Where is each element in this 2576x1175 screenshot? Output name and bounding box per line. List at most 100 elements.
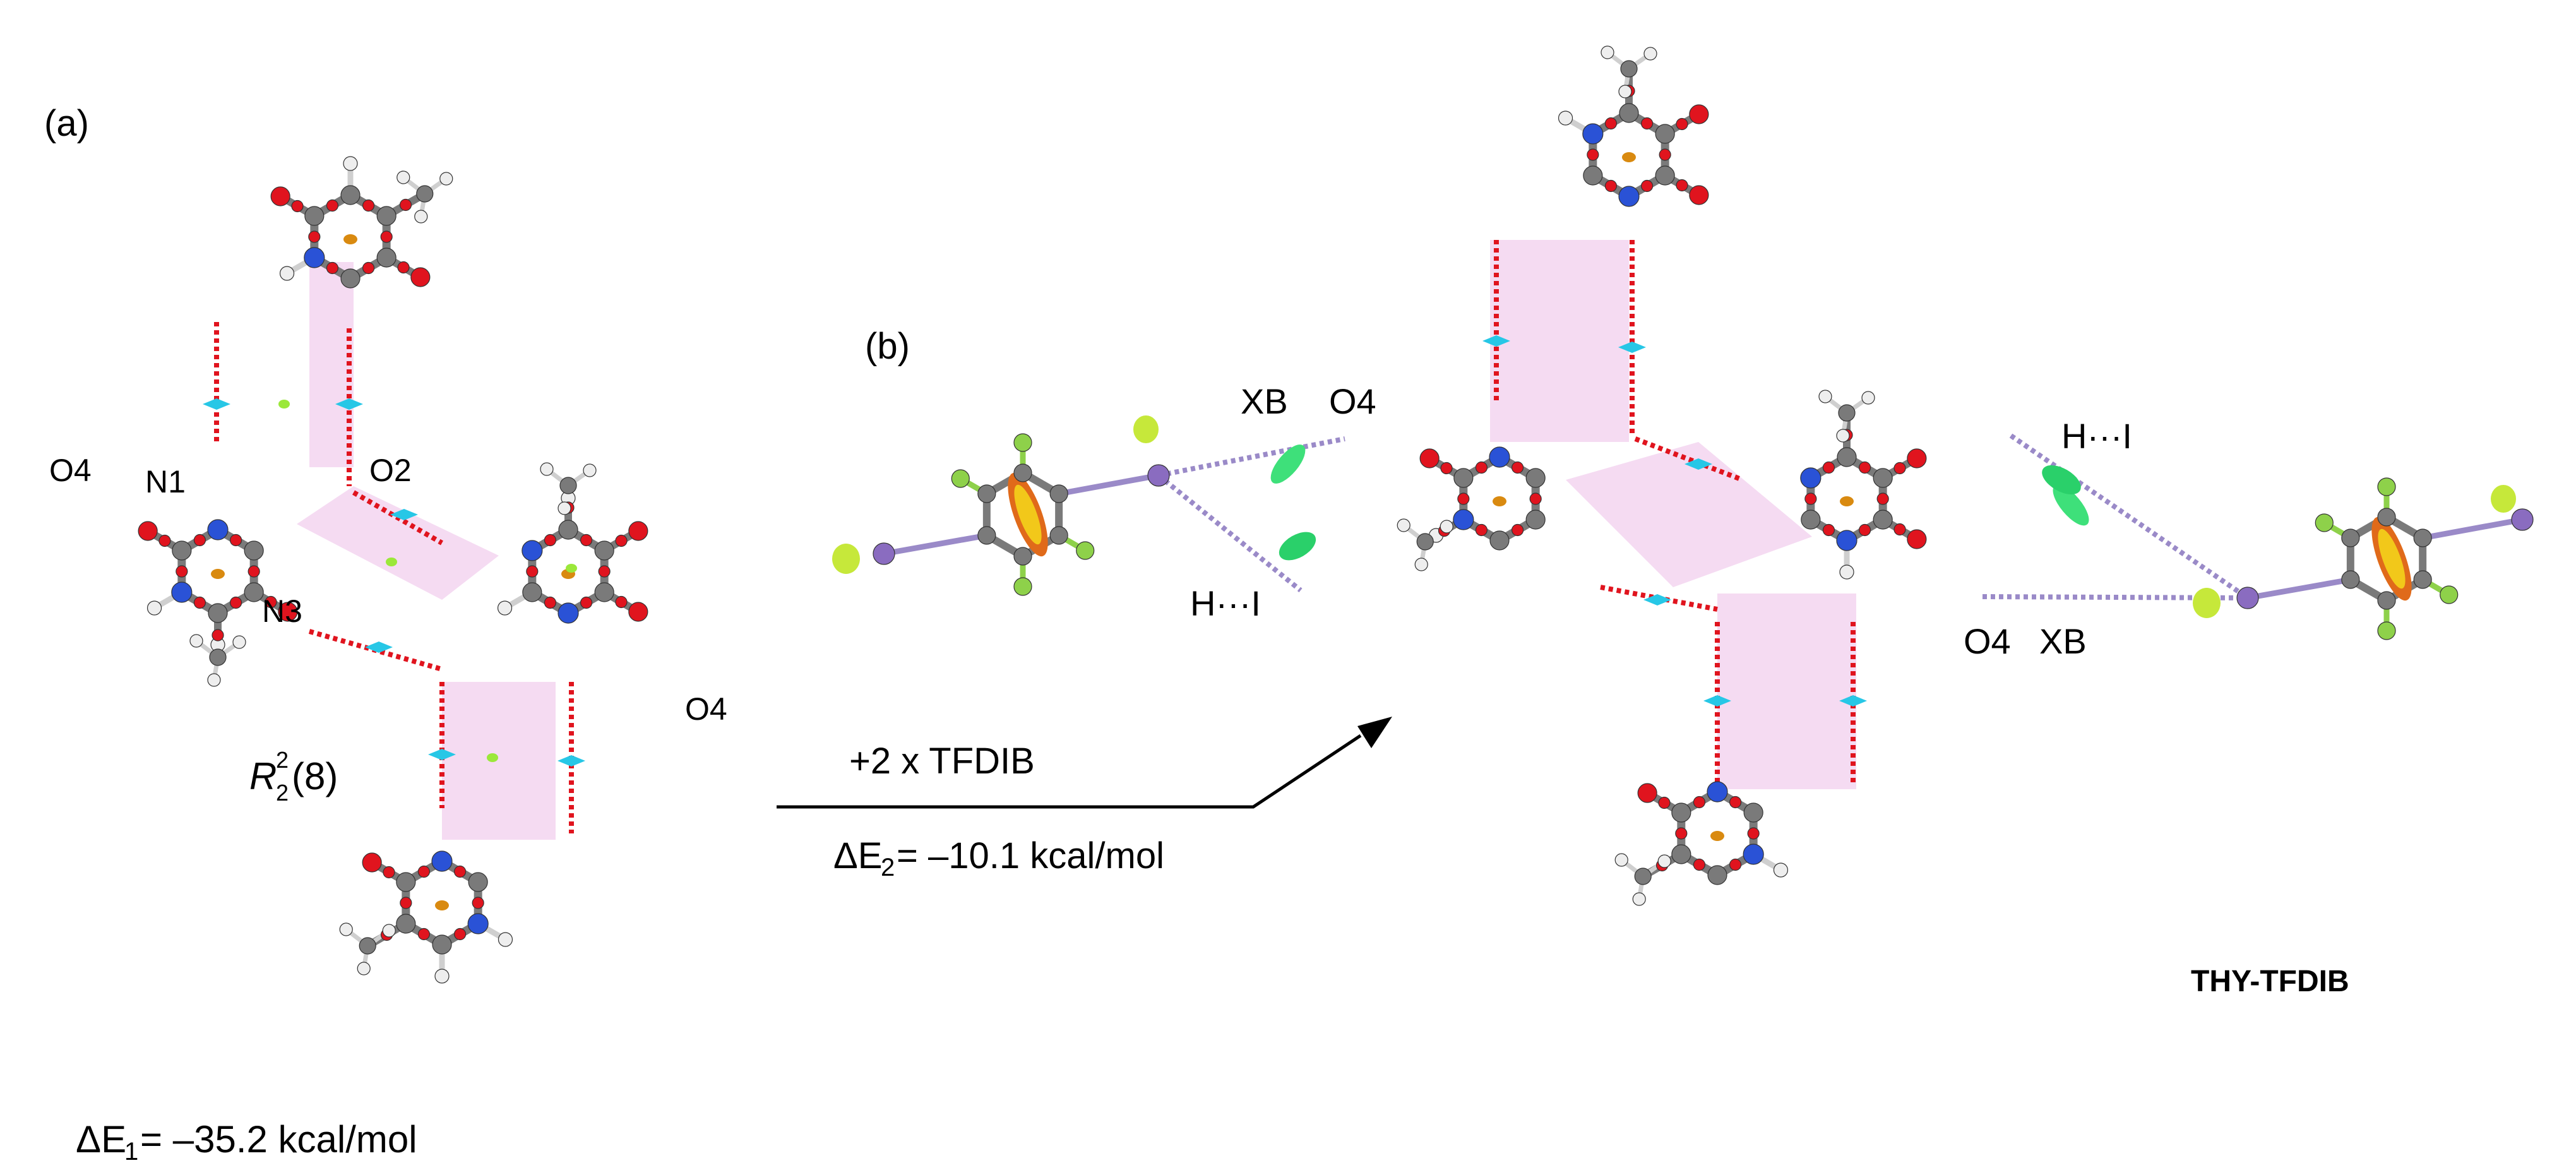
xb-nci-surface — [2053, 484, 2089, 526]
bond — [1056, 472, 1162, 497]
carbon-atom — [376, 206, 397, 226]
bond-node — [400, 897, 412, 909]
hydrogen-atom — [1618, 85, 1632, 98]
reaction-arrow-line — [777, 734, 1362, 809]
ring-centroid — [1840, 496, 1854, 506]
hydrogen-atom — [357, 962, 371, 975]
bond-node — [1511, 523, 1524, 537]
hydrogen-atom — [1440, 520, 1453, 534]
nitrogen-atom — [467, 913, 489, 934]
bond — [881, 532, 990, 557]
carbon-atom — [432, 934, 452, 955]
carbon-atom — [594, 582, 614, 602]
carbon-atom — [396, 872, 416, 892]
bond-node — [308, 230, 321, 243]
bond-node — [1529, 492, 1542, 505]
hydrogen-atom — [189, 634, 203, 648]
nitrogen-atom — [1618, 186, 1640, 207]
carbon-atom — [1525, 468, 1546, 488]
molecular-structures — [138, 45, 2534, 984]
energy-2-value: = –10.1 kcal/mol — [897, 835, 1164, 876]
energy-1: ΔE 1 = –35.2 kcal/mol — [76, 1118, 417, 1166]
bond-node — [380, 230, 393, 243]
atom-label-o4-left: O4 — [49, 453, 92, 488]
bond-node — [397, 261, 410, 274]
hbond-nci-disk — [1618, 342, 1646, 353]
bond-node — [453, 865, 467, 878]
hbond-nci-disk — [203, 398, 230, 410]
nitrogen-atom — [304, 247, 325, 268]
carbon-atom — [1013, 547, 1032, 566]
bond-node — [544, 596, 557, 609]
methyl-carbon — [1634, 868, 1652, 885]
hydrogen-atom — [397, 170, 410, 184]
bond-node — [1822, 523, 1835, 537]
bond-node — [1693, 796, 1706, 809]
oxygen-atom — [410, 267, 431, 287]
hbond-nci-disk — [1703, 695, 1731, 707]
nitrogen-atom — [1453, 509, 1474, 530]
bond-node — [193, 596, 206, 609]
bond-node — [1822, 461, 1835, 474]
halogen-bond — [1158, 436, 1345, 478]
bond-node — [1640, 179, 1654, 193]
bond-node — [1876, 492, 1889, 505]
fluorine-atom — [1013, 577, 1032, 596]
bond-node — [580, 534, 593, 547]
motif-r22-8-b-top — [1490, 240, 1629, 442]
hydrogen-atom — [207, 673, 221, 687]
carbon-atom — [1525, 510, 1546, 530]
hbond-nci-disk — [1685, 458, 1712, 470]
iodine-atom — [873, 542, 895, 565]
hydrogen-atom — [1643, 47, 1657, 61]
carbon-atom — [2413, 528, 2432, 547]
bond-node — [176, 565, 188, 578]
carbon-atom — [208, 603, 228, 623]
compound-label: THY-TFDIB — [2191, 965, 2349, 998]
motif-sup: 2 — [276, 747, 289, 773]
carbon-atom — [1801, 510, 1821, 530]
label-o4-right: O4 — [1964, 621, 2011, 661]
oxygen-atom — [628, 521, 648, 541]
reaction-arrow-head — [1357, 717, 1392, 748]
hydrogen-bond — [352, 490, 443, 546]
nitrogen-atom — [431, 850, 453, 872]
motif-letter: R — [249, 755, 277, 797]
reagent-label: +2 x TFDIB — [849, 741, 1035, 782]
nitrogen-atom — [1707, 781, 1728, 802]
bond-node — [1729, 858, 1742, 871]
hbond-nci-disk — [428, 749, 456, 760]
hydrogen-atom — [1818, 390, 1832, 403]
hi-nci-surface — [1279, 532, 1316, 561]
carbon-atom — [558, 520, 578, 540]
bond-node — [453, 927, 467, 941]
energy-1-index: 1 — [124, 1138, 138, 1166]
carbon-atom — [1707, 865, 1727, 885]
bond-node — [1640, 117, 1654, 130]
nci-blob — [2193, 588, 2221, 618]
motif-r22-8-middle — [297, 486, 499, 600]
hydrogen-atom — [1397, 518, 1410, 532]
bond-node — [265, 595, 277, 609]
bond — [2245, 576, 2354, 601]
bond-node — [1587, 148, 1599, 161]
bond-node — [1511, 461, 1524, 474]
ring-centroid — [1710, 831, 1724, 841]
bond-node — [1893, 462, 1906, 475]
h-i-contact — [2009, 433, 2250, 600]
carbon-atom — [468, 872, 488, 892]
bond-node — [417, 927, 431, 941]
hydrogen-atom — [382, 924, 396, 938]
energy-2-index: 2 — [881, 854, 895, 881]
iodine-atom — [2511, 508, 2534, 531]
bond-node — [615, 534, 628, 547]
nci-blob — [2491, 485, 2516, 513]
carbon-atom — [1837, 447, 1857, 467]
ring-cp — [386, 558, 397, 566]
carbon-atom — [1583, 165, 1603, 186]
carbon-atom — [1619, 103, 1639, 123]
bond-node — [362, 261, 375, 275]
ring-centroid — [211, 569, 225, 579]
motif-fills — [297, 240, 1856, 840]
